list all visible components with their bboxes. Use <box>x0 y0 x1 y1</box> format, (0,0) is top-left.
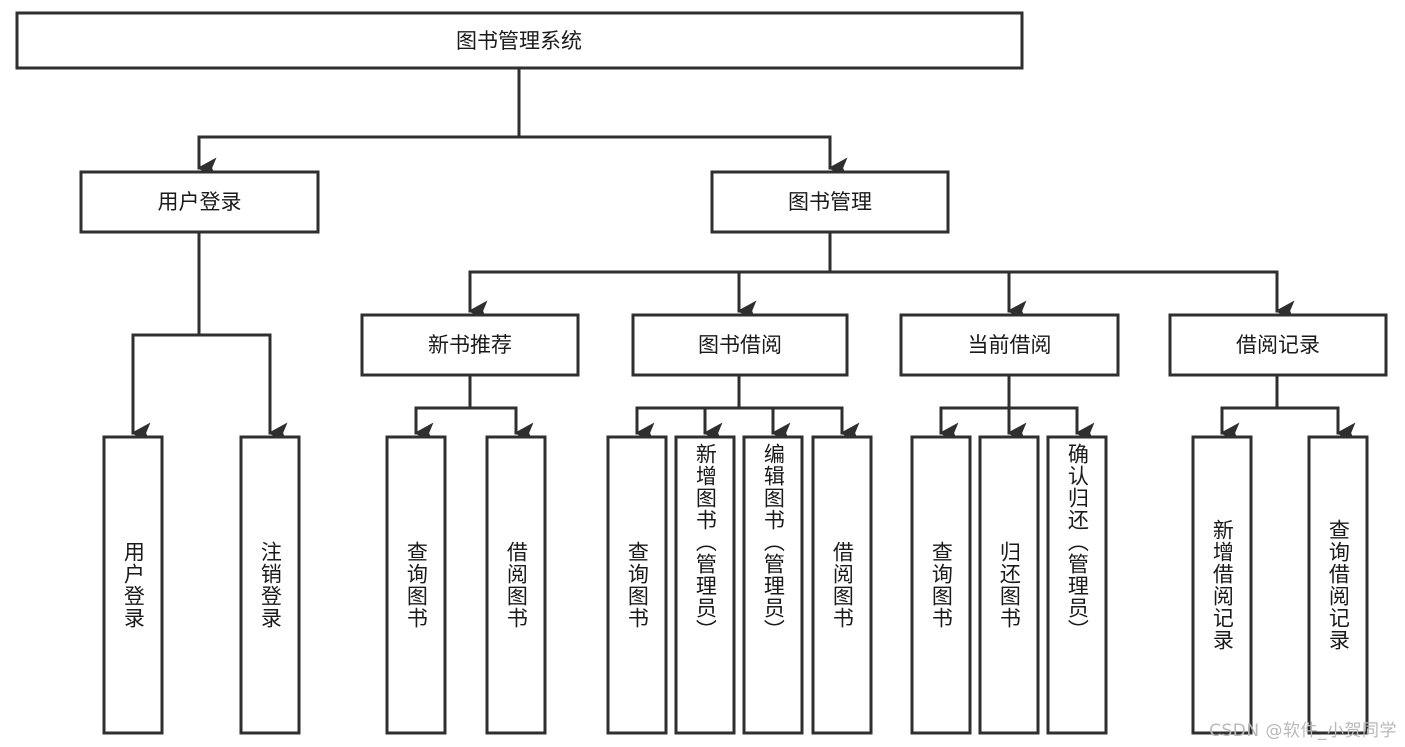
node-book-management-box[interactable] <box>710 170 950 234</box>
node-leaf-user-login-box[interactable] <box>102 435 164 735</box>
connector-group-book-management <box>468 230 1295 322</box>
node-book-borrow[interactable]: 图书借阅 <box>631 313 849 377</box>
node-borrow-record-box[interactable] <box>1168 313 1388 377</box>
node-current-borrow-box[interactable] <box>899 313 1120 377</box>
connector-group-current-borrow <box>939 373 1095 444</box>
node-book-management-label: 图书管理 <box>788 190 872 214</box>
node-leaf-confirm-return-box[interactable] <box>1046 435 1108 735</box>
connector-group-borrow-record <box>1220 373 1356 444</box>
node-user-login[interactable]: 用户登录 <box>79 170 320 234</box>
node-user-login-label: 用户登录 <box>158 190 242 214</box>
node-leaf-query-book-3-box[interactable] <box>910 435 972 735</box>
node-current-borrow[interactable]: 当前借阅 <box>899 313 1120 377</box>
node-leaf-logout-login-box[interactable] <box>239 435 301 735</box>
connector-group-user-login <box>131 230 288 444</box>
node-current-borrow-label: 当前借阅 <box>968 333 1052 357</box>
node-leaf-edit-book-box[interactable] <box>742 435 804 735</box>
node-root-title-label: 图书管理系统 <box>456 29 582 53</box>
connector-group-root <box>197 66 848 179</box>
connector-group-new-book-recommend <box>414 373 534 444</box>
node-book-borrow-label: 图书借阅 <box>698 333 782 357</box>
node-leaf-return-book-box[interactable] <box>978 435 1040 735</box>
node-leaf-query-borrow-record-box[interactable] <box>1307 435 1369 735</box>
node-leaf-borrow-book-2-box[interactable] <box>811 435 873 735</box>
node-root-title[interactable]: 图书管理系统 <box>15 11 1024 70</box>
node-borrow-record-label: 借阅记录 <box>1236 333 1320 357</box>
node-root-title-box[interactable] <box>15 11 1024 70</box>
node-leaf-add-borrow-record-box[interactable] <box>1191 435 1253 735</box>
csdn-watermark: CSDN @软件_小贺同学 <box>1209 721 1397 741</box>
node-new-book-recommend-box[interactable] <box>360 313 580 377</box>
node-leaf-query-book-1-box[interactable] <box>385 435 447 735</box>
node-book-borrow-box[interactable] <box>631 313 849 377</box>
node-new-book-recommend-label: 新书推荐 <box>428 333 512 357</box>
node-leaf-borrow-book-1-box[interactable] <box>485 435 547 735</box>
node-leaf-query-book-2-box[interactable] <box>606 435 668 735</box>
node-new-book-recommend[interactable]: 新书推荐 <box>360 313 580 377</box>
connector-group-book-borrow <box>635 373 860 444</box>
node-book-management[interactable]: 图书管理 <box>710 170 950 234</box>
node-user-login-box[interactable] <box>79 170 320 234</box>
node-leaf-add-book-box[interactable] <box>674 435 736 735</box>
node-borrow-record[interactable]: 借阅记录 <box>1168 313 1388 377</box>
